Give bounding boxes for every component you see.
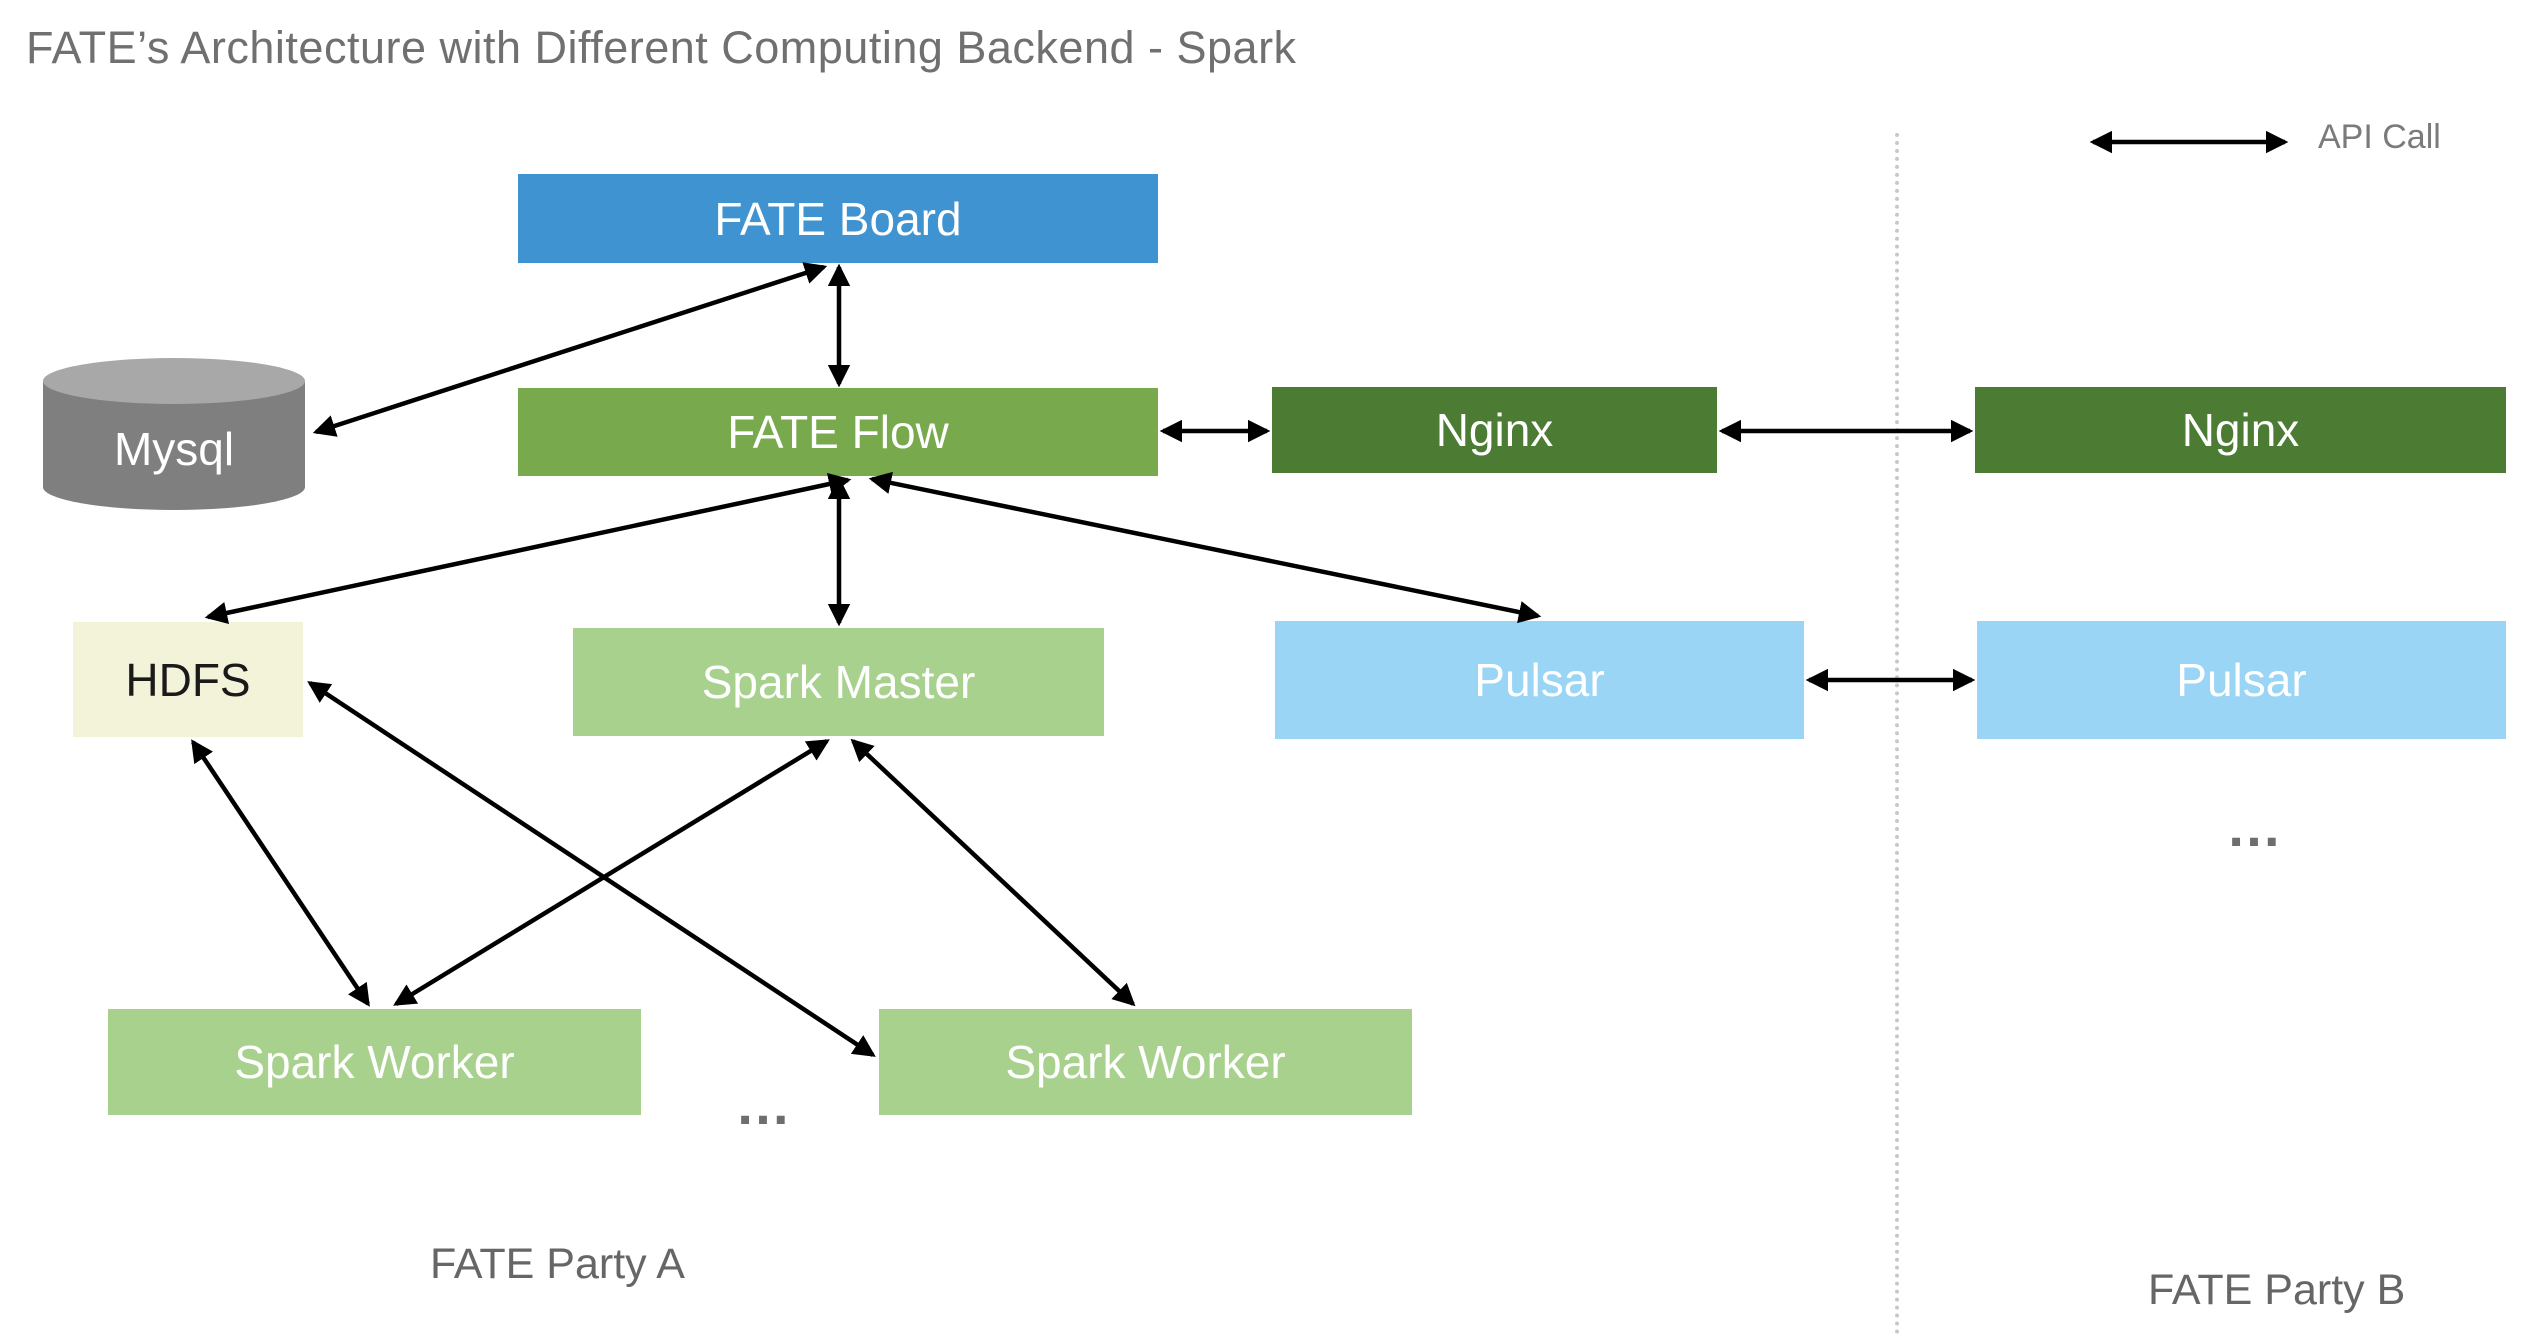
mysql-cylinder-top [43, 358, 305, 404]
party-b-ellipsis: … [2226, 795, 2288, 858]
edge-flow-pulsar-a [868, 471, 1542, 624]
legend-api-call-label: API Call [2318, 118, 2441, 156]
edge-board-mysql [312, 262, 828, 437]
party-a-label: FATE Party A [430, 1240, 685, 1288]
node-pulsar-party-b[interactable]: Pulsar [1977, 621, 2506, 739]
spark-workers-ellipsis: … [735, 1073, 797, 1136]
node-mysql[interactable]: Mysql [43, 358, 305, 510]
edge-flow-hdfs [204, 473, 852, 624]
node-nginx-party-a[interactable]: Nginx [1272, 387, 1717, 473]
mysql-label: Mysql [113, 423, 235, 475]
party-b-label: FATE Party B [2148, 1266, 2406, 1314]
edge-hdfs-spark-worker-2 [307, 681, 876, 1057]
node-nginx-party-b[interactable]: Nginx [1975, 387, 2506, 473]
page-title: FATE’s Architecture with Different Compu… [26, 22, 1297, 73]
edge-spark-master-spark-worker-2 [850, 738, 1136, 1007]
node-pulsar-party-a[interactable]: Pulsar [1275, 621, 1804, 739]
node-fate-board[interactable]: FATE Board [518, 174, 1158, 263]
node-hdfs[interactable]: HDFS [73, 622, 303, 737]
edge-hdfs-spark-worker-1 [191, 739, 370, 1007]
node-spark-worker-2[interactable]: Spark Worker [879, 1009, 1412, 1115]
party-divider-line [1895, 133, 1899, 1335]
